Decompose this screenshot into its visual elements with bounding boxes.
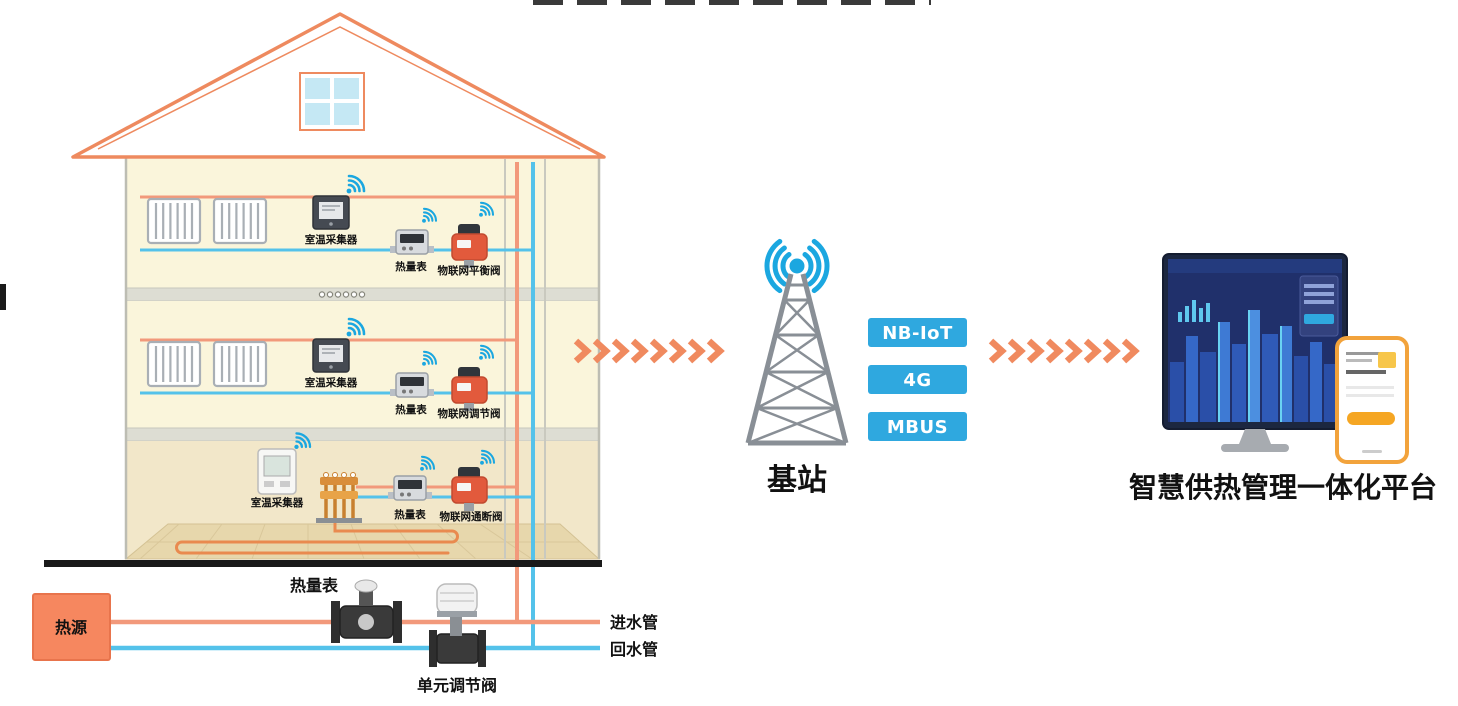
wall-thermostat	[257, 448, 297, 495]
heated-floor	[124, 518, 601, 560]
radiator	[212, 197, 268, 245]
signal-arrows-right	[991, 341, 1135, 361]
iot-valve-label: 物联网调节阀	[438, 407, 501, 420]
floor-heating-manifold	[316, 472, 362, 523]
heat-meter-label: 热量表	[395, 260, 427, 273]
basement: 热源 热量表 单元调节阀 进水管 回水管	[32, 576, 658, 695]
monitor-stand-base	[1221, 444, 1289, 452]
slab-2	[125, 427, 600, 442]
slab-dots	[318, 291, 366, 298]
radiator	[146, 340, 202, 388]
badge-nb-iot: NB-IoT	[868, 318, 967, 347]
heat-source-label: 热源	[55, 618, 87, 637]
monitor-stand-neck	[1239, 429, 1271, 444]
collector-label: 室温采集器	[251, 496, 304, 509]
radiator	[212, 340, 268, 388]
base-station-tower: 基站	[745, 238, 849, 498]
heat-meter-label: 热量表	[394, 508, 426, 521]
collector-label: 室温采集器	[305, 233, 358, 246]
dashboard-skyline	[1170, 310, 1340, 422]
unit-control-valve: 单元调节阀	[417, 583, 497, 695]
floor-2: 室温采集器 热量表 物联网调节阀	[140, 317, 533, 420]
cropped-left-edge-mark	[0, 284, 6, 310]
dashboard-login-panel	[1299, 275, 1339, 337]
heat-meter-device	[389, 229, 435, 255]
signal-waves-icon	[764, 238, 830, 294]
phone-app-icon	[1378, 352, 1396, 368]
dashboard-mini-chart	[1178, 300, 1210, 322]
protocol-badges: NB-IoT 4G MBUS	[868, 318, 967, 441]
roof	[71, 12, 606, 159]
room-temp-collector	[312, 195, 350, 230]
ground-line	[44, 560, 602, 567]
phone-login-button	[1347, 412, 1395, 425]
badge-4g: 4G	[868, 365, 967, 394]
base-station-label: 基站	[767, 463, 827, 498]
heat-source-box: 热源	[32, 593, 111, 661]
platform-title: 智慧供热管理一体化平台	[1129, 471, 1437, 504]
tower-lattice	[745, 273, 849, 446]
roof-window	[299, 72, 365, 131]
unit-valve-label: 单元调节阀	[417, 676, 497, 695]
platform-phone	[1335, 336, 1409, 464]
heat-meter-device	[389, 372, 435, 398]
floor-1: 室温采集器 热量表 物联网平衡阀	[140, 174, 533, 277]
floor-2-wall	[126, 301, 599, 428]
main-heat-meter-label: 热量表	[290, 576, 339, 595]
main-heat-meter: 热量表	[290, 576, 402, 643]
collector-label: 室温采集器	[305, 376, 358, 389]
radiator	[146, 197, 202, 245]
badge-4g-label: 4G	[903, 370, 931, 391]
floor-heating-coil	[175, 518, 459, 555]
room-temp-collector	[312, 338, 350, 373]
badge-mbus-label: MBUS	[887, 417, 948, 438]
heat-meter-device	[387, 475, 433, 501]
iot-valve-label: 物联网通断阀	[440, 510, 503, 523]
badge-mbus: MBUS	[868, 412, 967, 441]
phone-home-indicator	[1362, 450, 1382, 453]
antenna-dot	[789, 258, 805, 274]
heat-meter-label: 热量表	[395, 403, 427, 416]
return-pipe-label: 回水管	[610, 640, 658, 659]
inlet-pipe-label: 进水管	[610, 613, 658, 632]
badge-nb-iot-label: NB-IoT	[882, 323, 953, 344]
platform-monitor	[1162, 253, 1348, 452]
iot-valve-label: 物联网平衡阀	[438, 264, 501, 277]
floor-1-wall	[126, 159, 599, 288]
floor-3: 室温采集器 热量表 物联网通断阀	[251, 432, 533, 523]
house: 室温采集器 热量表 物联网平衡阀 室温采集器 热量表 物联网调节阀	[44, 12, 606, 648]
